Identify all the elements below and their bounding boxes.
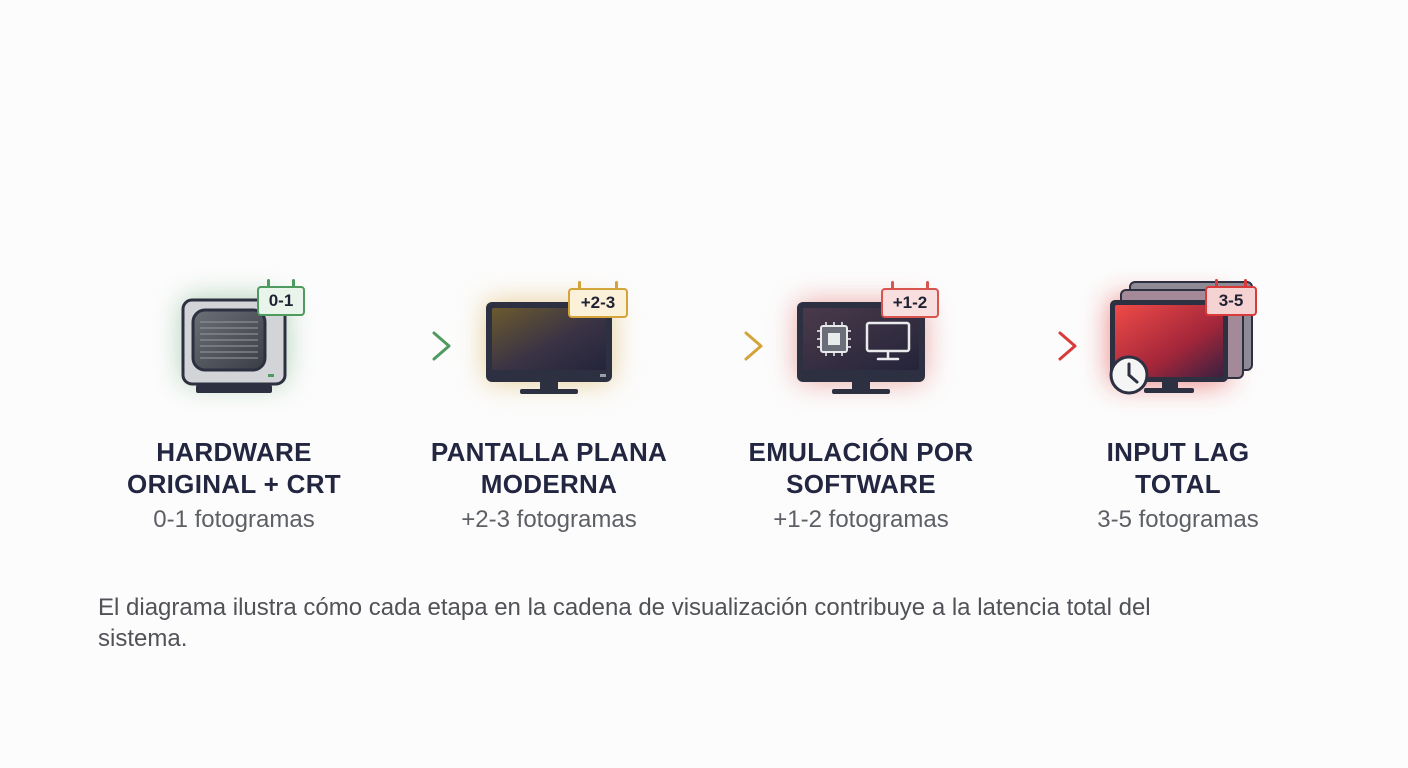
stage-title-4-line1: INPUT LAG [1106,437,1250,467]
stage-title-4-line2: TOTAL [1135,469,1221,499]
cpu-chip-icon [817,322,851,356]
latency-badge-2: +2-3 [568,281,628,318]
clock-icon [1109,355,1149,395]
stage-title-3: EMULACIÓN POR SOFTWARE [711,436,1011,500]
stage-subtitle-4: 3-5 fotogramas [1097,506,1259,533]
latency-badge-3-label: +1-2 [892,293,928,312]
stage-title-2-line1: PANTALLA PLANA [430,437,668,467]
latency-badge-1-label: 0-1 [268,291,294,310]
stage-title-3-line1: EMULACIÓN POR [748,437,974,467]
stage-subtitle-1: 0-1 fotogramas [153,506,315,533]
stage-title-1: HARDWARE ORIGINAL + CRT [84,436,384,500]
stage-title-4: INPUT LAG TOTAL [1028,436,1328,500]
latency-badge-1: 0-1 [257,279,305,316]
stage-title-1-line2: ORIGINAL + CRT [127,469,341,499]
stage-subtitle-2: +2-3 fotogramas [461,506,637,533]
emulation-monitor-icon [797,302,925,394]
arrow-1 [332,331,451,361]
small-monitor-icon [865,321,911,361]
latency-badge-3: +1-2 [881,281,939,318]
diagram-caption: El diagrama ilustra cómo cada etapa en l… [98,594,1151,652]
arrow-3 [958,331,1077,361]
stage-title-2-line2: MODERNA [480,469,618,499]
stage-title-2: PANTALLA PLANA MODERNA [399,436,699,500]
arrow-2 [645,331,763,361]
stage-title-3-line2: SOFTWARE [786,469,936,499]
latency-badge-2-label: +2-3 [580,293,616,312]
crt-tv-icon [181,298,287,393]
stage-title-1-line1: HARDWARE [156,437,312,467]
flat-monitor-icon [486,302,612,394]
latency-badge-4-label: 3-5 [1218,291,1244,310]
stage-subtitle-3: +1-2 fotogramas [773,506,949,533]
latency-badge-4: 3-5 [1205,279,1257,316]
